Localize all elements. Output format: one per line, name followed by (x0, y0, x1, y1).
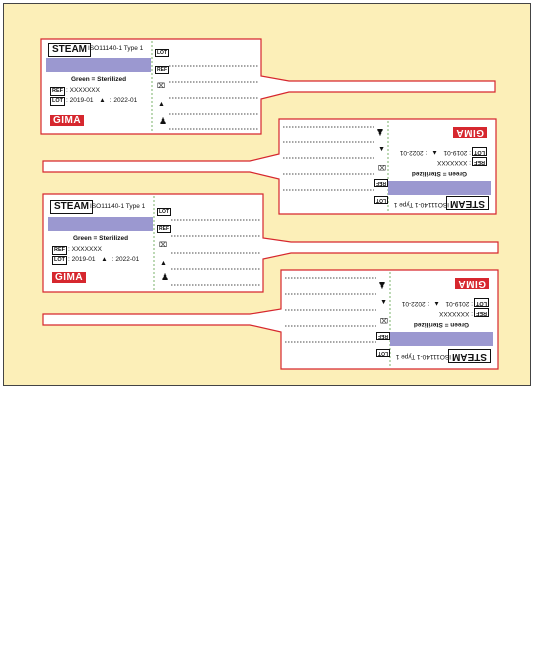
expiry-hourglass-icon: ▲ (101, 256, 108, 263)
green-note: Green = Sterilized (413, 321, 470, 328)
ref-value: XXXXXXX (439, 310, 470, 317)
gima-logo: GIMA (50, 115, 85, 126)
ref-line: REF: XXXXXXX (437, 157, 487, 166)
gima-logo: GIMA (452, 127, 487, 138)
arrow-icon: ▲ (160, 260, 167, 267)
lot-date: 2019-01 (71, 256, 96, 263)
gima-logo: GIMA (454, 278, 489, 289)
lot-date: 2019-01 (443, 149, 468, 156)
ref-line: REF: XXXXXXX (50, 87, 100, 96)
lot-tag: LOT (474, 298, 489, 307)
ref-tag: REF (50, 87, 65, 96)
green-note: Green = Sterilized (411, 170, 468, 177)
label-sheet: STEAM ISO11140-1 Type 1 Green = Steriliz… (3, 3, 531, 386)
expiry-date: 2022-01 (113, 97, 138, 104)
sterile-person-icon: ♟ (161, 272, 170, 282)
lot-tag: LOT (52, 256, 67, 265)
lot-line: LOT: 2019-01 ▲: 2022-01 (50, 97, 138, 106)
lot-date: 2019-01 (69, 97, 94, 104)
expiry-date: 2022-01 (401, 300, 426, 307)
indicator-band (46, 58, 151, 72)
sterile-person-icon: ♟ (377, 280, 386, 290)
side-ref-tag: REF (155, 66, 169, 74)
expiry-hourglass-icon: ▲ (433, 300, 440, 307)
calendar-icon: ⌧ (379, 316, 388, 323)
standard-text: ISO11140-1 Type 1 (88, 45, 144, 52)
side-ref-tag: REF (376, 332, 390, 340)
lot-tag: LOT (50, 97, 65, 106)
label-card-flipped: STEAM ISO11140-1 Type 1 Green = Steriliz… (386, 119, 496, 214)
green-note: Green = Sterilized (70, 76, 127, 83)
ref-line: REF: XXXXXXX (439, 308, 489, 317)
standard-text: ISO11140-1 Type 1 (395, 353, 451, 360)
side-ref-tag: REF (374, 179, 388, 187)
indicator-band (388, 181, 491, 195)
sterile-person-icon: ♟ (375, 127, 384, 137)
label-outlines (40, 38, 499, 370)
calendar-icon: ⌧ (157, 83, 166, 90)
side-lot-tag: LOT (157, 208, 171, 216)
expiry-date: 2022-01 (115, 256, 140, 263)
ref-tag: REF (52, 246, 67, 255)
side-ref-tag: REF (157, 225, 171, 233)
label-card-flipped: STEAM ISO11140-1 Type 1 Green = Steriliz… (388, 270, 498, 369)
steam-indicator: STEAM (48, 43, 91, 57)
side-lot-tag: LOT (155, 49, 169, 57)
lot-date: 2019-01 (445, 300, 470, 307)
standard-text: ISO11140-1 Type 1 (90, 203, 146, 210)
ref-value: XXXXXXX (437, 159, 468, 166)
green-note: Green = Sterilized (72, 235, 129, 242)
ref-line: REF: XXXXXXX (52, 246, 102, 255)
lot-line: LOT: 2019-01 ▲: 2022-01 (401, 298, 489, 307)
standard-text: ISO11140-1 Type 1 (393, 201, 449, 208)
label-card: STEAM ISO11140-1 Type 1 Green = Steriliz… (43, 194, 171, 292)
steam-indicator: STEAM (446, 196, 489, 210)
arrow-icon: ▲ (378, 145, 385, 152)
label-side-flipped: LOT REF ⌧ ▲ ♟ (372, 270, 392, 369)
expiry-hourglass-icon: ▲ (431, 149, 438, 156)
ref-tag: REF (472, 157, 487, 166)
ref-value: XXXXXXX (71, 246, 102, 253)
side-lot-tag: LOT (374, 196, 388, 204)
side-lot-tag: LOT (376, 349, 390, 357)
label-side-flipped: LOT REF ⌧ ▲ ♟ (370, 119, 390, 214)
expiry-hourglass-icon: ▲ (99, 97, 106, 104)
indicator-band (390, 332, 493, 346)
steam-indicator: STEAM (50, 200, 93, 214)
indicator-band (48, 217, 153, 231)
ref-value: XXXXXXX (69, 87, 100, 94)
ref-tag: REF (474, 308, 489, 317)
gima-logo: GIMA (52, 272, 87, 283)
expiry-date: 2022-01 (399, 149, 424, 156)
arrow-icon: ▲ (158, 101, 165, 108)
label-card: STEAM ISO11140-1 Type 1 Green = Steriliz… (41, 39, 169, 134)
lot-line: LOT: 2019-01 ▲: 2022-01 (52, 256, 140, 265)
lot-line: LOT: 2019-01 ▲: 2022-01 (399, 147, 487, 156)
steam-indicator: STEAM (448, 349, 491, 363)
sterile-person-icon: ♟ (159, 116, 168, 126)
arrow-icon: ▲ (380, 298, 387, 305)
calendar-icon: ⌧ (159, 242, 168, 249)
lot-tag: LOT (472, 147, 487, 156)
calendar-icon: ⌧ (377, 163, 386, 170)
